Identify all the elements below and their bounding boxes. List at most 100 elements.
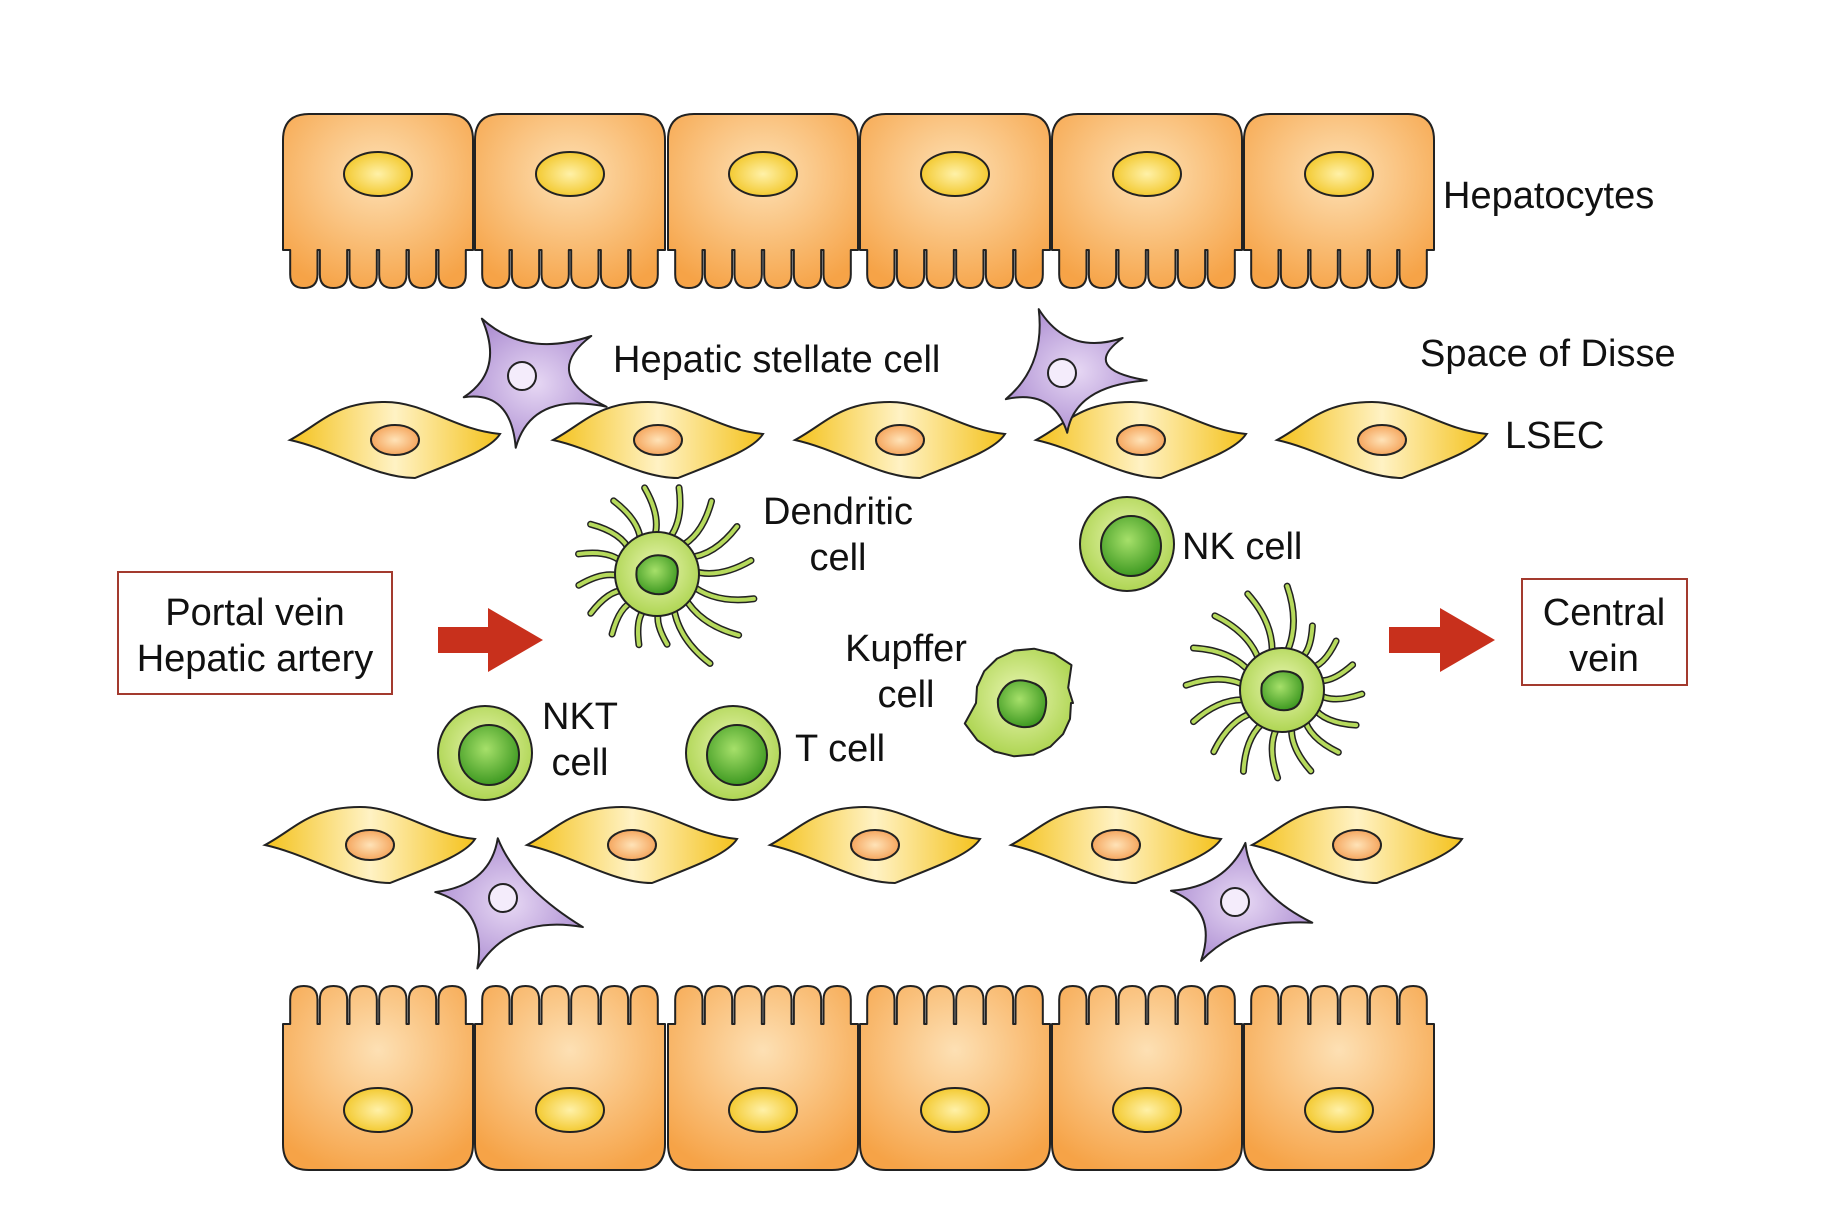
hepatocyte-body: [667, 985, 859, 1171]
hepatocyte-nucleus: [535, 1087, 605, 1133]
inflow-arrow: [438, 608, 543, 672]
lsec-nucleus: [1357, 424, 1407, 456]
lsec-nucleus: [875, 424, 925, 456]
t-cell-nucleus: [706, 724, 768, 786]
label-kupffer-line1: Kupffer: [845, 628, 967, 670]
lsec-cell: [1249, 805, 1464, 885]
lsec-nucleus: [370, 424, 420, 456]
lsec-layer: [262, 400, 1489, 885]
hepatic-stellate-cell: [1169, 841, 1314, 962]
immune-cell-layer: [437, 484, 1366, 801]
hepatocyte: [282, 985, 474, 1171]
hepatocyte-nucleus: [343, 1087, 413, 1133]
hepatocyte-nucleus: [535, 151, 605, 197]
lsec-cell: [262, 805, 477, 885]
label-nkt-line2: cell: [551, 742, 608, 784]
label-nkt-line1: NKT: [542, 696, 618, 738]
stellate-nucleus: [507, 361, 537, 391]
stellate-nucleus: [1047, 358, 1077, 388]
hepatic-stellate-cell: [434, 837, 584, 970]
lsec-cell: [1033, 400, 1248, 480]
lsec-cell: [1274, 400, 1489, 480]
hepatocyte: [474, 113, 666, 289]
hepatocyte: [1051, 113, 1243, 289]
hepatocyte-row-top: [282, 113, 1435, 289]
label-nk-cell: NK cell: [1182, 526, 1302, 568]
hepatocyte: [667, 985, 859, 1171]
lsec-cell: [792, 400, 1007, 480]
lsec-nucleus: [1116, 424, 1166, 456]
stellate-nucleus: [488, 883, 518, 913]
hepatocyte: [282, 113, 474, 289]
label-outflow-line1: Central: [1543, 592, 1666, 634]
lsec-cell: [1008, 805, 1223, 885]
hepatic-stellate-cell: [462, 317, 608, 449]
hepatocyte-nucleus: [728, 151, 798, 197]
hepatocyte-body: [1051, 113, 1243, 289]
hepatocyte-nucleus: [1304, 1087, 1374, 1133]
label-space-of-disse: Space of Disse: [1420, 333, 1676, 375]
dendritic-cell-nucleus: [635, 554, 679, 596]
kupffer-cell-nucleus: [996, 679, 1048, 729]
hepatocyte-body: [859, 985, 1051, 1171]
hepatocyte-nucleus: [728, 1087, 798, 1133]
label-kupffer-line2: cell: [877, 674, 934, 716]
lsec-cell: [524, 805, 739, 885]
label-dendritic-line2: cell: [809, 537, 866, 579]
lsec-nucleus: [1091, 829, 1141, 861]
dendritic-cell-right-nucleus: [1260, 670, 1304, 712]
hepatocyte-nucleus: [1112, 1087, 1182, 1133]
hepatocyte-body: [1243, 113, 1435, 289]
hepatocyte-body: [474, 113, 666, 289]
hepatocyte-body: [667, 113, 859, 289]
label-t-cell: T cell: [795, 728, 885, 770]
label-hepatocytes: Hepatocytes: [1443, 175, 1654, 217]
dendritic-cell: [575, 484, 758, 667]
nkt-cell: [437, 705, 533, 801]
lsec-nucleus: [345, 829, 395, 861]
hepatocyte-body: [1051, 985, 1243, 1171]
lsec-nucleus: [850, 829, 900, 861]
lsec-cell: [550, 400, 765, 480]
label-inflow-line1: Portal vein: [165, 592, 345, 634]
label-outflow-line2: vein: [1569, 638, 1639, 680]
hepatocyte: [1243, 985, 1435, 1171]
outflow-box: [1521, 578, 1688, 686]
hepatocyte-body: [282, 113, 474, 289]
hepatocyte-row-bottom: [282, 985, 1435, 1171]
hepatic-stellate-cell: [1004, 308, 1148, 434]
hepatocyte: [859, 113, 1051, 289]
stellate-layer: [434, 308, 1314, 970]
lsec-nucleus: [633, 424, 683, 456]
outflow-arrow: [1389, 608, 1495, 672]
lsec-cell: [767, 805, 982, 885]
label-hepatic-stellate-cell: Hepatic stellate cell: [613, 339, 940, 381]
label-lsec: LSEC: [1505, 415, 1604, 457]
hepatocyte: [1243, 113, 1435, 289]
lsec-nucleus: [1332, 829, 1382, 861]
t-cell: [685, 705, 781, 801]
inflow-box: [117, 571, 393, 695]
nk-cell: [1079, 496, 1175, 592]
stellate-nucleus: [1220, 887, 1250, 917]
hepatocyte: [474, 985, 666, 1171]
hepatocyte-nucleus: [920, 151, 990, 197]
label-dendritic-line1: Dendritic: [763, 491, 913, 533]
dendritic-cell-process: [669, 601, 714, 667]
hepatocyte-nucleus: [1112, 151, 1182, 197]
hepatocyte-body: [859, 113, 1051, 289]
hepatocyte: [859, 985, 1051, 1171]
nk-cell-nucleus: [1100, 515, 1162, 577]
dendritic-cell-right: [1182, 582, 1366, 782]
lsec-cell: [287, 400, 502, 480]
kupffer-cell: [963, 647, 1074, 758]
hepatocyte-body: [282, 985, 474, 1171]
hepatocyte: [1051, 985, 1243, 1171]
nkt-cell-nucleus: [458, 724, 520, 786]
dendritic-cell-process: [675, 497, 716, 551]
hepatocyte-body: [1243, 985, 1435, 1171]
hepatocyte-nucleus: [343, 151, 413, 197]
hepatocyte: [667, 113, 859, 289]
label-inflow-line2: Hepatic artery: [137, 638, 374, 680]
